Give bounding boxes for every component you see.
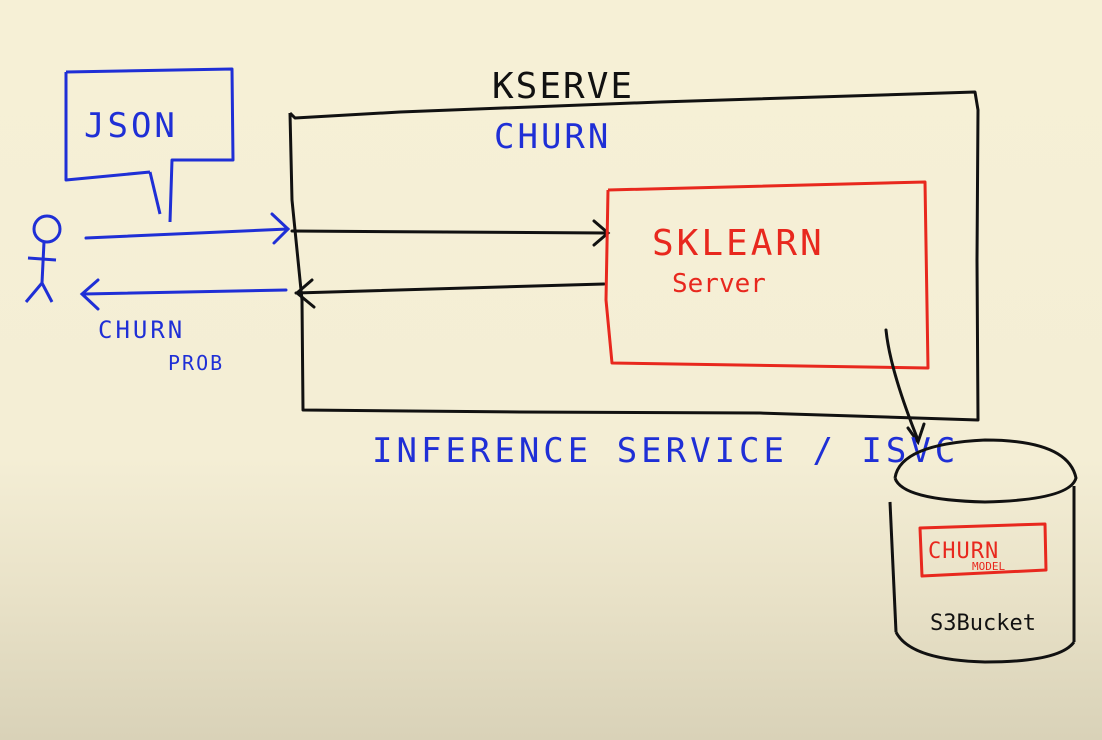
churn-service-name: CHURN bbox=[494, 117, 611, 157]
churn-prob-label-line1: CHURN bbox=[98, 316, 185, 344]
request-arrow bbox=[84, 212, 291, 245]
kserve-box bbox=[288, 90, 980, 422]
churn-model-box bbox=[918, 522, 1048, 578]
json-label: JSON bbox=[84, 106, 178, 146]
churn-prob-arrow bbox=[79, 278, 288, 311]
sklearn-label: SKLEARN bbox=[652, 223, 825, 264]
model-load-arrow bbox=[884, 328, 926, 446]
churn-prob-label-line2: PROB bbox=[168, 351, 224, 375]
churn-model-label-line1: CHURN bbox=[928, 539, 999, 564]
kserve-title: KSERVE bbox=[492, 66, 634, 107]
user-icon bbox=[24, 214, 62, 303]
response-arrow bbox=[294, 278, 606, 309]
server-label: Server bbox=[672, 269, 766, 299]
json-bubble bbox=[64, 67, 235, 223]
churn-model-label-line2: MODEL bbox=[972, 560, 1005, 573]
s3-bucket-icon bbox=[888, 438, 1078, 664]
s3-bucket-label: S3Bucket bbox=[930, 611, 1036, 636]
sklearn-server-box bbox=[604, 180, 930, 370]
inference-service-label: INFERENCE SERVICE / ISVC bbox=[372, 431, 959, 471]
forward-arrow bbox=[290, 219, 611, 247]
